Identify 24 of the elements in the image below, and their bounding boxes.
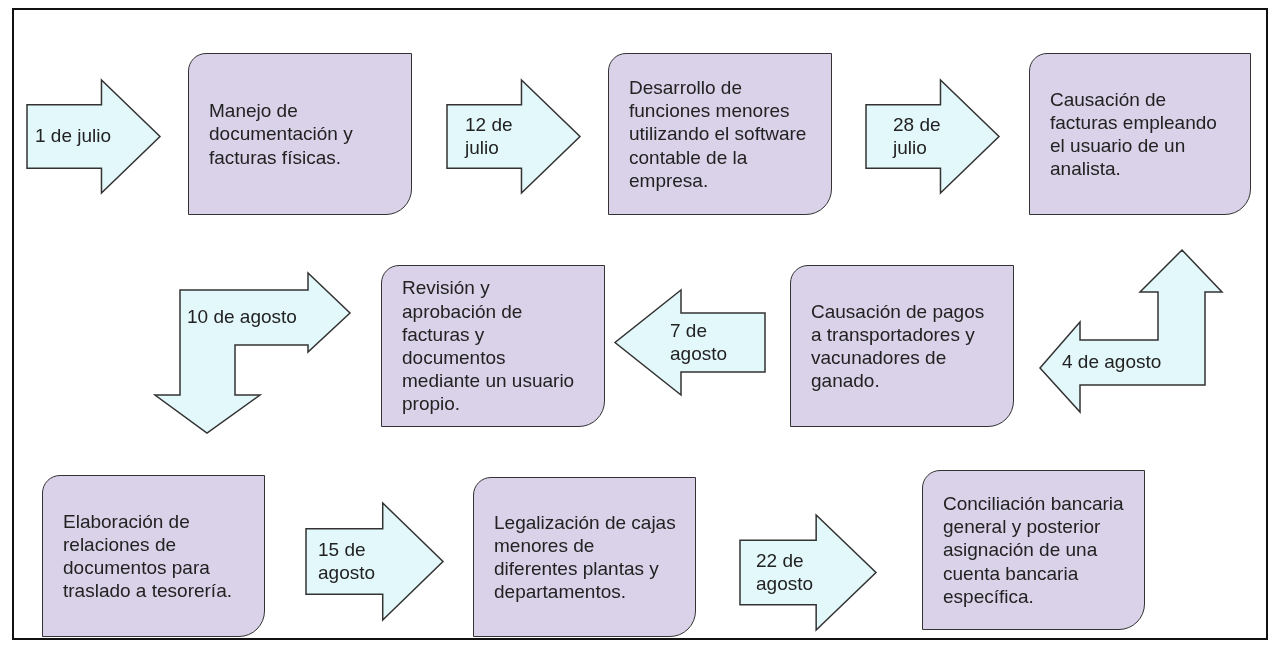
process-box [42, 475, 265, 637]
process-box [608, 53, 832, 215]
step-text: Causación de pagos a transportadores y vacunadores de ganado. [811, 299, 986, 393]
step-text: Elaboración de relaciones de documentos para traslado a tesorería. [63, 509, 233, 603]
date-label: 1 de julio [35, 125, 112, 148]
process-box [1029, 53, 1251, 215]
step-text: Manejo de documentación y facturas físicas. [209, 99, 354, 169]
date-label: 15 de agosto [318, 538, 377, 585]
process-box [473, 477, 696, 637]
date-label: 7 de agosto [670, 319, 729, 366]
process-box [790, 265, 1014, 427]
date-label: 4 de agosto [1062, 351, 1162, 374]
process-box [381, 265, 605, 427]
step-text: Desarrollo de funciones menores utilizando el software contable de la empresa. [629, 76, 808, 192]
process-box [922, 470, 1145, 630]
process-box [188, 53, 412, 215]
step-text: Revisión y aprobación de facturas y documentos mediante un usuario propio. [402, 276, 576, 416]
step-text: Causación de facturas empleando el usuario de un analista. [1050, 87, 1218, 181]
date-label: 28 de julio [893, 113, 942, 160]
date-label: 12 de julio [465, 113, 514, 160]
step-text: Legalización de cajas menores de diferentes plantas y departamentos. [494, 510, 677, 604]
date-label: 22 de agosto [756, 549, 815, 596]
date-label: 10 de agosto [187, 306, 297, 329]
step-text: Conciliación bancaria general y posterior asignación de una cuenta bancaria específica. [943, 492, 1125, 608]
